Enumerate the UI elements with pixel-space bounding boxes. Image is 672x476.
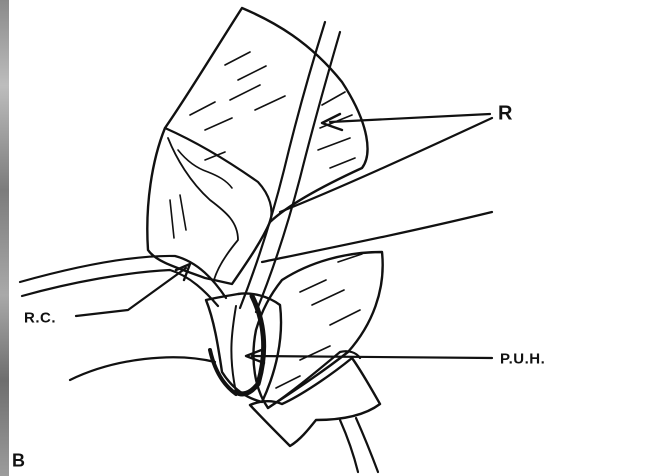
handle-stem-left: [340, 420, 358, 472]
central-opening-outline: [206, 293, 281, 402]
lobe-dividing-curve: [165, 128, 272, 222]
inner-tissue-fold: [168, 138, 238, 280]
arrow-r-shaft: [330, 114, 490, 122]
label-r: R: [498, 103, 512, 126]
inner-tissue-ripple: [178, 150, 232, 188]
upper-retractor-bottom-edge: [262, 212, 492, 262]
opening-inner-edge: [231, 306, 236, 392]
catheter-tube-lower-edge: [22, 270, 218, 306]
arrow-puh-shaft: [252, 356, 492, 358]
catheter-tube-upper-edge: [20, 256, 226, 298]
label-puh: P.U.H.: [500, 351, 545, 368]
lower-retractor-line: [268, 351, 360, 408]
panel-label: B: [12, 451, 25, 472]
opening-dark-crescent: [236, 296, 264, 394]
label-rc: R.C.: [24, 310, 56, 327]
lower-lobe-outline: [253, 252, 382, 408]
floor-line: [70, 357, 215, 380]
handle-stem-right: [356, 418, 378, 472]
arrow-rc-shaft: [76, 268, 186, 316]
